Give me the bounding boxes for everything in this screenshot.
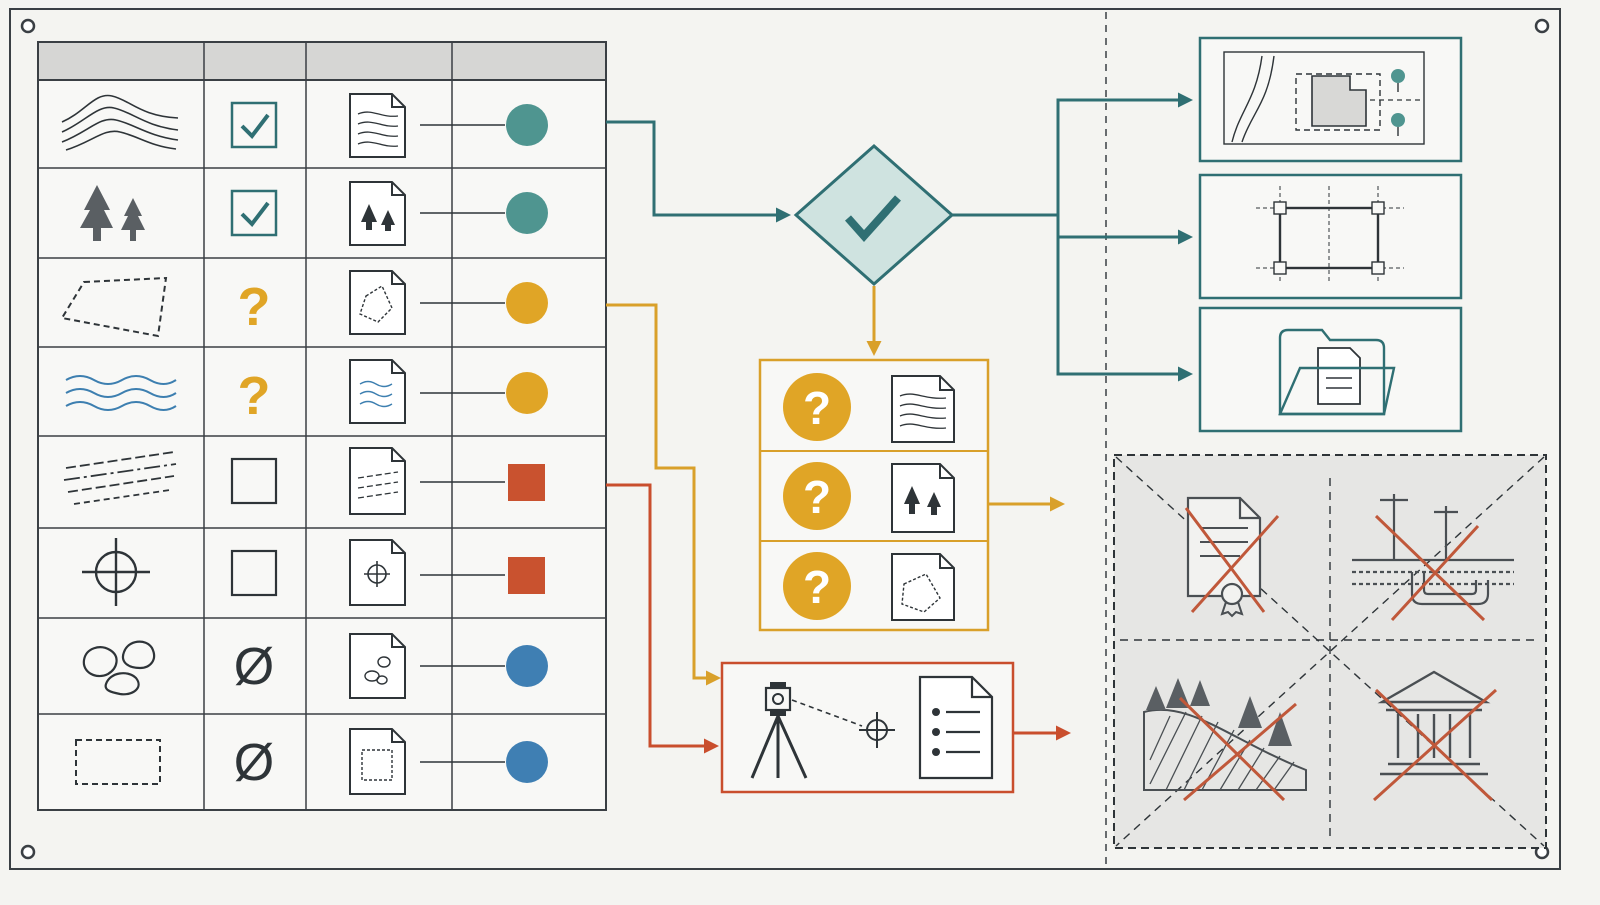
- contour-document-icon: [891, 375, 955, 443]
- contour-lines-icon: [61, 94, 179, 151]
- forest-slope-icon: [1143, 678, 1307, 791]
- sight-line: [791, 699, 863, 727]
- table-row: [80, 181, 548, 246]
- water-document-icon: [349, 359, 406, 424]
- decision-diamond: [793, 143, 955, 287]
- teal-connector: [952, 92, 1193, 217]
- folder-document-icon: [1278, 328, 1396, 416]
- question-badge-text: ?: [803, 471, 831, 523]
- teal-connector: [606, 120, 791, 223]
- status-indicator: [506, 192, 548, 234]
- amber-connector: [606, 303, 721, 686]
- question-badge-icon: [783, 462, 851, 530]
- teal-connector: [1056, 215, 1193, 245]
- status-indicator: [506, 645, 548, 687]
- dashed-parcel-icon: [60, 276, 168, 338]
- corner-screw-icon: [20, 18, 36, 34]
- site-plan-icon: [1223, 51, 1425, 145]
- pending-row: ?: [783, 462, 955, 533]
- target-document-icon: [349, 539, 406, 606]
- input-table: ? ?: [37, 41, 607, 811]
- table-header-row: [37, 41, 607, 81]
- status-indicator: [508, 464, 545, 501]
- not-applicable-icon: Ø: [234, 734, 274, 792]
- corner-screw-icon: [20, 844, 36, 860]
- table-row: ?: [65, 359, 548, 426]
- output-panel: [1198, 306, 1463, 433]
- rocks-icon: [82, 640, 156, 696]
- lines-document-icon: [349, 447, 406, 515]
- checkmark-icon: [845, 195, 901, 243]
- table-row: Ø: [82, 633, 548, 699]
- question-badge-icon: [783, 373, 851, 441]
- status-indicator: [508, 557, 545, 594]
- outer-frame: [9, 8, 1561, 870]
- checklist-document-icon: [918, 675, 994, 780]
- question-mark-icon: ?: [238, 366, 271, 426]
- status-indicator: [506, 372, 548, 414]
- checkbox-checked-icon: [230, 101, 278, 149]
- cross-out-mark: [1184, 507, 1280, 614]
- survey-target-icon: [859, 712, 895, 748]
- connectors: [606, 92, 1193, 754]
- excluded-item: [1352, 494, 1514, 622]
- checkbox-empty-icon: [230, 457, 278, 505]
- excluded-item: [1372, 670, 1498, 802]
- corner-screw-icon: [1534, 18, 1550, 34]
- question-mark-icon: ?: [238, 277, 271, 337]
- cross-out-mark: [1374, 514, 1486, 622]
- excluded-item: [1143, 678, 1307, 802]
- teal-connector: [1056, 237, 1193, 382]
- trees-document-icon: [891, 463, 955, 533]
- water-waves-icon: [65, 375, 177, 411]
- checkbox-empty-icon: [230, 549, 278, 597]
- dashed-lines-icon: [63, 451, 177, 505]
- heritage-building-icon: [1377, 670, 1491, 776]
- crosshair-target-icon: [82, 538, 150, 606]
- rectangle-document-icon: [349, 728, 406, 795]
- parcel-document-icon: [891, 553, 955, 621]
- table-body: [37, 79, 607, 811]
- table-row: [61, 93, 548, 158]
- question-badge-text: ?: [803, 382, 831, 434]
- rocks-document-icon: [349, 633, 406, 699]
- table-row: Ø: [75, 728, 548, 795]
- status-indicator: [506, 741, 548, 783]
- trees-icon: [80, 185, 145, 241]
- status-indicator: [506, 282, 548, 324]
- field-survey-panel: [720, 661, 1015, 794]
- parcel-document-icon: [349, 270, 406, 335]
- table-row: ?: [60, 270, 548, 338]
- not-applicable-icon: Ø: [234, 638, 274, 696]
- trees-document-icon: [349, 181, 406, 246]
- checkbox-checked-icon: [230, 189, 278, 237]
- pending-review-panel: ? ? ?: [758, 358, 990, 632]
- output-panel: [1198, 36, 1463, 163]
- excluded-item: [1184, 496, 1280, 618]
- red-connector: [606, 483, 719, 754]
- cross-out-mark: [1372, 688, 1498, 802]
- output-panel: [1198, 173, 1463, 300]
- contour-document-icon: [349, 93, 406, 158]
- dashed-rectangle-icon: [75, 739, 161, 785]
- cross-out-mark: [1178, 696, 1297, 802]
- table-row: [63, 447, 545, 515]
- total-station-tripod-icon: [750, 682, 808, 779]
- survey-frame-icon: [1256, 186, 1404, 284]
- question-badge-icon: [783, 552, 851, 620]
- pending-row: ?: [783, 552, 955, 621]
- question-badge-text: ?: [803, 561, 831, 613]
- certificate-document-icon: [1186, 496, 1262, 618]
- excluded-items-panel: [1113, 454, 1547, 849]
- status-indicator: [506, 104, 548, 146]
- table-row: [82, 538, 545, 606]
- pending-row: ?: [783, 373, 955, 443]
